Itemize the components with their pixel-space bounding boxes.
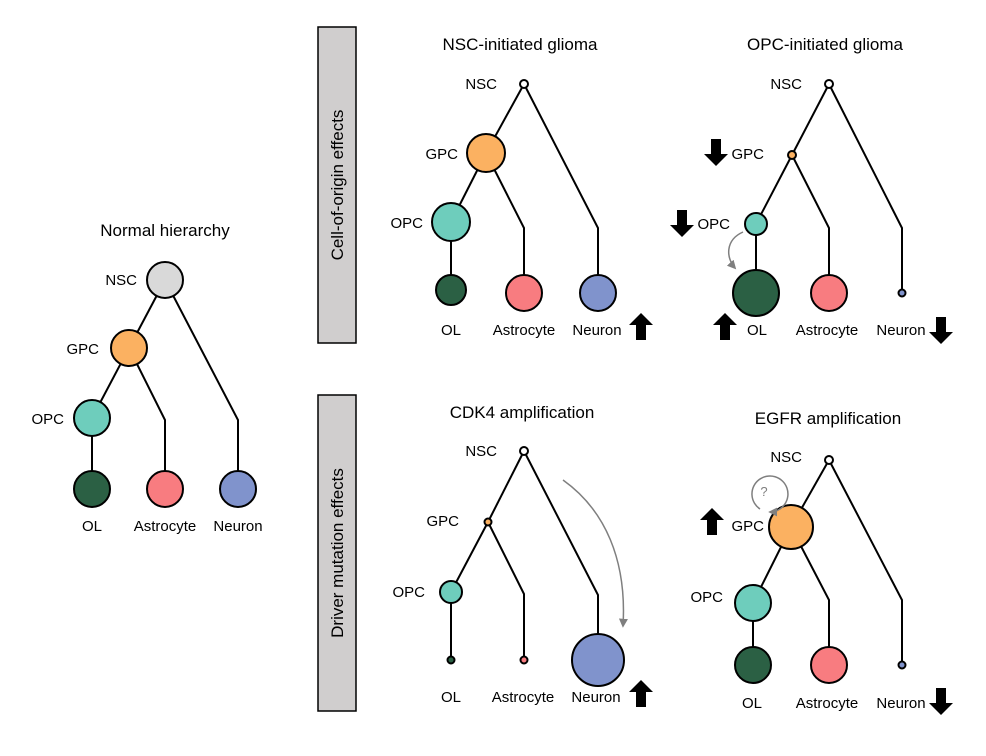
neuron-node [897, 660, 907, 670]
panel-title: CDK4 amplification [450, 403, 595, 422]
gpc-label: GPC [731, 518, 764, 535]
arrow-up-icon [713, 313, 737, 340]
arrow-up-icon [629, 680, 653, 707]
opc-node [73, 399, 111, 437]
gpc-label: GPC [426, 513, 459, 530]
ol-node [734, 646, 772, 684]
neuron-node [897, 288, 907, 298]
arrow-up-icon [629, 313, 653, 340]
neuron-label: Neuron [213, 518, 262, 535]
gpc-label: GPC [731, 146, 764, 163]
arrow-up-icon [700, 508, 724, 535]
opc-label: OPC [690, 589, 723, 606]
nsc-label: NSC [105, 272, 137, 289]
astrocyte-node [146, 470, 184, 508]
panel-title: NSC-initiated glioma [443, 35, 598, 54]
opc-label: OPC [31, 411, 64, 428]
opc-label: OPC [697, 216, 730, 233]
nsc-node [824, 79, 834, 89]
ol-node [435, 274, 467, 306]
ol-label: OL [82, 518, 102, 535]
opc-node [744, 212, 768, 236]
neuron-label: Neuron [572, 322, 621, 339]
neuron-node [579, 274, 617, 312]
gpc-node [787, 150, 797, 160]
nsc-node [824, 455, 834, 465]
panel-opc-initiated-glioma: OPC-initiated glioma NSC GPC OPC OL Astr… [670, 35, 953, 344]
panel-title: OPC-initiated glioma [747, 35, 903, 54]
astrocyte-node [519, 655, 529, 665]
arrow-down-icon [929, 688, 953, 715]
neuron-label: Neuron [571, 689, 620, 706]
nsc-node [146, 261, 184, 299]
ol-label: OL [742, 695, 762, 712]
ol-node [73, 470, 111, 508]
astrocyte-label: Astrocyte [796, 322, 859, 339]
arrow-down-icon [929, 317, 953, 344]
ol-label: OL [441, 322, 461, 339]
curved-arrow-icon [726, 231, 744, 270]
self-renewal-loop-icon [751, 475, 789, 517]
panel-normal-hierarchy: Normal hierarchy NSC GPC OPC OL Astrocyt… [31, 221, 262, 535]
side-box-driver-mutation: Driver mutation effects [317, 394, 357, 712]
neuron-node [219, 470, 257, 508]
ol-label: OL [747, 322, 767, 339]
astrocyte-label: Astrocyte [134, 518, 197, 535]
arrow-down-icon [704, 139, 728, 166]
astrocyte-label: Astrocyte [796, 695, 859, 712]
side-box-cell-of-origin: Cell-of-origin effects [317, 26, 357, 344]
panel-title: Normal hierarchy [100, 221, 230, 240]
side-label-driver-mutation: Driver mutation effects [328, 468, 347, 638]
nsc-label: NSC [465, 76, 497, 93]
panel-cdk4-amplification: CDK4 amplification NSC GPC OPC OL Astroc… [392, 403, 653, 707]
panel-title: EGFR amplification [755, 409, 901, 428]
ol-node [732, 269, 780, 317]
ol-label: OL [441, 689, 461, 706]
neuron-label: Neuron [876, 695, 925, 712]
opc-node [439, 580, 463, 604]
nsc-node [519, 446, 529, 456]
gpc-node [768, 504, 814, 550]
astrocyte-node [810, 274, 848, 312]
opc-label: OPC [390, 215, 423, 232]
nsc-label: NSC [770, 449, 802, 466]
astrocyte-label: Astrocyte [492, 689, 555, 706]
ol-node [446, 655, 456, 665]
side-label-cell-of-origin: Cell-of-origin effects [328, 110, 347, 261]
astrocyte-node [810, 646, 848, 684]
curved-arrow-icon [562, 479, 628, 628]
gpc-node [466, 133, 506, 173]
nsc-label: NSC [465, 443, 497, 460]
astrocyte-node [505, 274, 543, 312]
neuron-node [571, 633, 625, 687]
arrow-down-icon [670, 210, 694, 237]
opc-node [734, 584, 772, 622]
self-renewal-question-mark: ? [760, 484, 767, 499]
gpc-label: GPC [425, 146, 458, 163]
gpc-node [110, 329, 148, 367]
neuron-label: Neuron [876, 322, 925, 339]
gpc-node [483, 517, 493, 527]
astrocyte-label: Astrocyte [493, 322, 556, 339]
opc-label: OPC [392, 584, 425, 601]
panel-egfr-amplification: EGFR amplification ? NSC GPC OPC OL Astr… [690, 409, 953, 715]
gpc-label: GPC [66, 341, 99, 358]
panel-nsc-initiated-glioma: NSC-initiated glioma NSC GPC OPC OL Astr… [390, 35, 653, 340]
nsc-node [519, 79, 529, 89]
opc-node [431, 202, 471, 242]
nsc-label: NSC [770, 76, 802, 93]
